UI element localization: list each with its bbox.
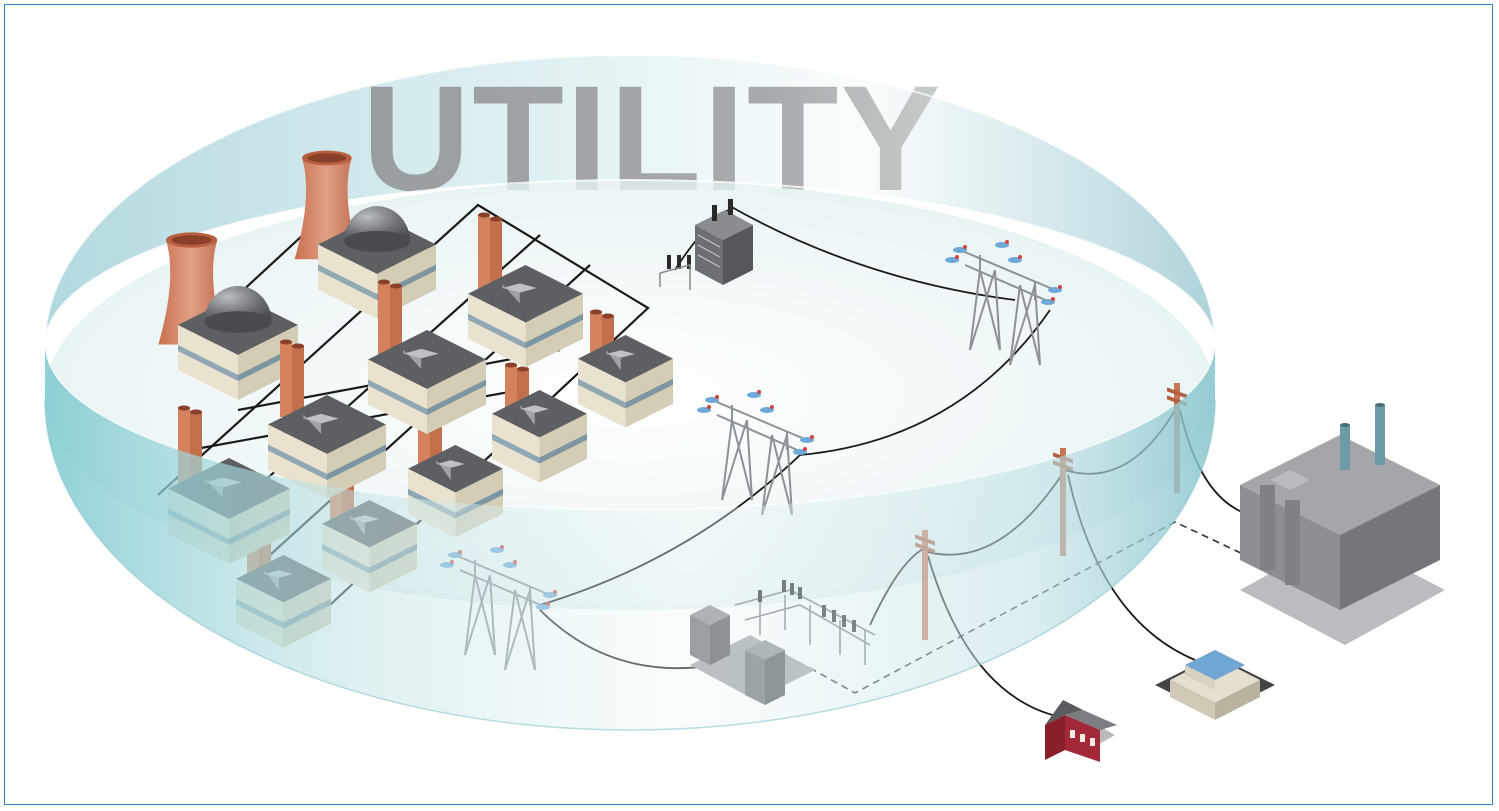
power-plant-icon (368, 330, 486, 434)
transmission-tower-icon (945, 240, 1062, 366)
dish-bottom-edge (44, 399, 1216, 731)
factory-icon (1240, 403, 1445, 645)
dish-outer-rim (44, 54, 1216, 346)
power-plant-icon (268, 395, 386, 499)
transmission-tower-icon (697, 390, 814, 516)
dish-back-rim (45, 55, 1215, 345)
power-plant-icon (492, 390, 587, 483)
house-icon (1045, 700, 1117, 762)
power-plant-icon (468, 265, 583, 368)
smokestack-icon (280, 339, 304, 421)
power-plant-icon (578, 335, 673, 428)
smokestack-icon (378, 279, 402, 361)
commercial-building-icon (1155, 650, 1275, 720)
dish-front-wall (45, 345, 1215, 730)
smokestack-icon (478, 212, 502, 294)
transformer-icon (659, 199, 753, 290)
diagram-frame (4, 4, 1493, 805)
